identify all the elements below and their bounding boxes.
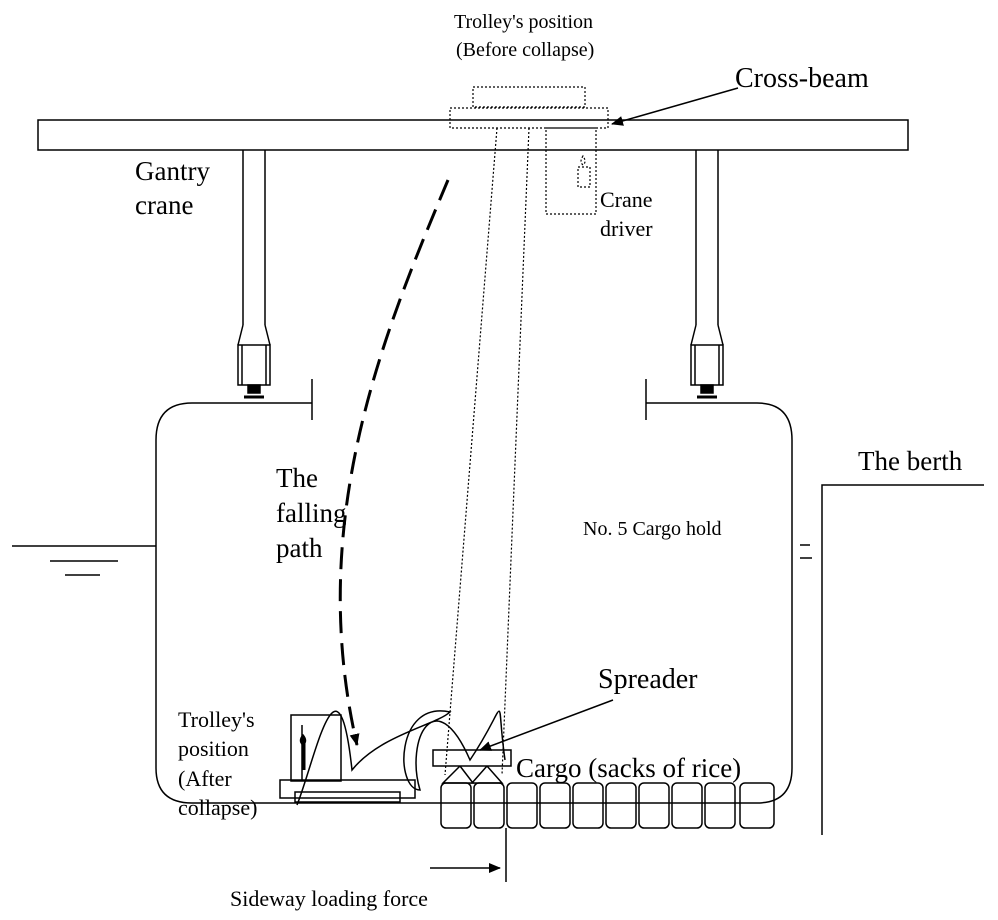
gantry-leg-right [690,150,724,399]
trolley-before-label-line1: Trolley's position [454,11,593,33]
gantry-crane-label-line1: Gantry [135,156,210,186]
collapsed-trolley [279,714,416,803]
cargo-hold-label: No. 5 Cargo hold [583,518,722,540]
cargo-hold-hull [155,402,793,804]
falling-path-label-line2: falling [276,498,346,528]
cross-beam [37,119,909,151]
trolley-after-label-line2: position [178,736,249,761]
cross-beam-pointer-arrow [611,87,739,126]
water-line [12,545,156,576]
trolley-after-label-line4: collapse) [178,795,257,820]
cargo-sacks [440,782,775,829]
cargo-label: Cargo (sacks of rice) [516,753,741,783]
spreader-label: Spreader [598,664,698,695]
trolley-after-label-line3: (After [178,766,232,791]
hoist-ropes [444,127,530,776]
berth-water-marks [800,544,812,559]
falling-path-label-line3: path [276,533,323,563]
sideway-force-label: Sideway loading force [230,886,428,911]
falling-path-arrow [338,179,450,746]
crane-driver-label-line1: Crane [600,187,653,212]
trolley-after-label-line1: Trolley's [178,707,255,732]
falling-path-label-line1: The [276,463,318,493]
operator-cabin [545,127,597,215]
trolley-before-label-line2: (Before collapse) [456,39,594,61]
berth-label: The berth [858,446,963,476]
tangled-wire-rope [296,710,506,806]
gantry-crane-label-line2: crane [135,190,193,220]
spreader [432,749,512,784]
trolley-before-collapse [449,86,609,129]
crane-driver-label-line2: driver [600,216,653,241]
spreader-pointer-arrow [479,699,614,751]
cross-beam-label: Cross-beam [735,63,869,94]
gantry-leg-left [237,150,271,399]
berth [821,484,984,835]
